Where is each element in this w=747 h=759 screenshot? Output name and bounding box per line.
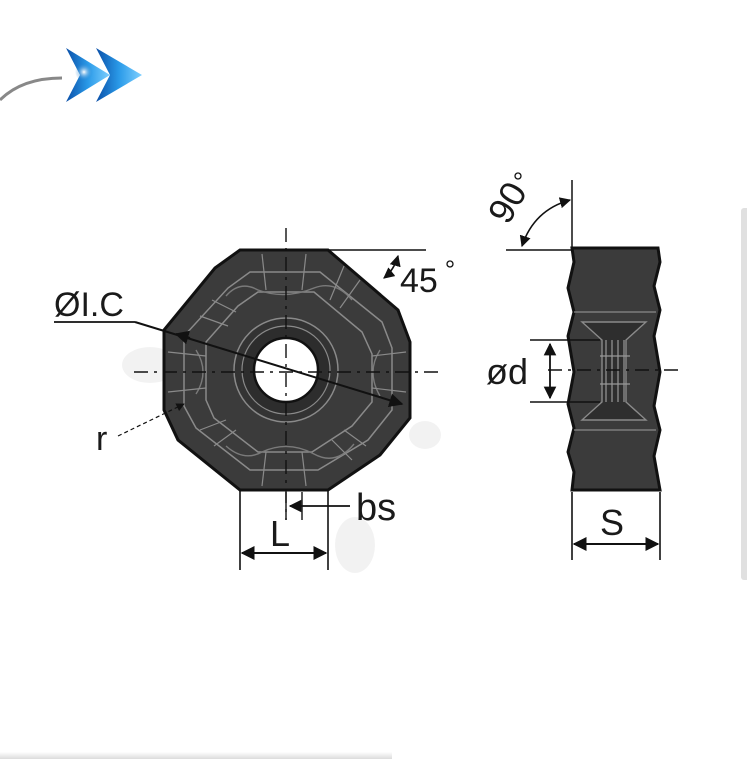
chip-breaker-line xyxy=(225,443,355,459)
center-lines xyxy=(134,228,442,520)
facet-ribs xyxy=(167,253,407,487)
angle-90-label: 90 xyxy=(479,175,535,230)
bs-label: bs xyxy=(356,487,396,529)
ic-label: ØI.C xyxy=(54,286,124,324)
shadow xyxy=(335,517,375,573)
radius-leader xyxy=(117,403,185,437)
front-view: ØI.C 45 r L bs xyxy=(54,228,454,573)
shadow xyxy=(409,421,441,449)
thickness-label: S xyxy=(600,502,624,543)
ic-dimension-line-start xyxy=(174,330,191,345)
degree-symbol xyxy=(446,260,454,268)
length-label: L xyxy=(270,513,290,554)
bottom-divider xyxy=(0,752,392,759)
octagon-chip-groove xyxy=(205,291,373,453)
side-panel-tab[interactable] xyxy=(741,208,747,580)
angle-90-arc xyxy=(519,197,572,248)
angle-45-arc xyxy=(383,254,401,279)
side-hole-recess xyxy=(580,321,648,421)
side-view: ød 90 S xyxy=(479,172,680,560)
header-nav[interactable] xyxy=(0,48,142,102)
header-arc-line xyxy=(0,76,63,102)
degree-symbol xyxy=(514,172,522,180)
side-hole-lines xyxy=(600,340,630,402)
angle-45-label: 45 xyxy=(400,262,438,300)
double-chevron-right-icon[interactable] xyxy=(66,48,142,102)
diameter-label: ød xyxy=(486,351,528,392)
radius-label: r xyxy=(96,420,107,458)
